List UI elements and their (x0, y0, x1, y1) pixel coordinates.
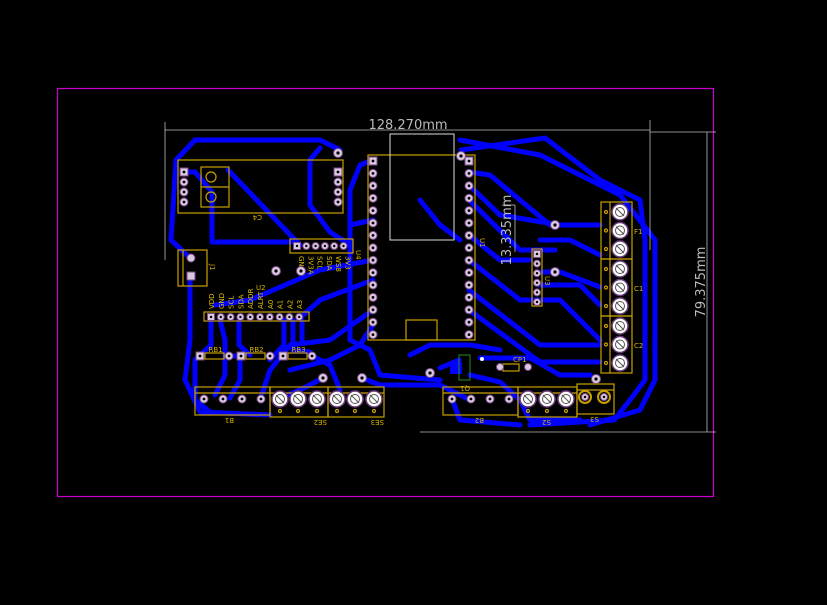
cp1-label: CP1 (513, 356, 527, 364)
label: GND (218, 293, 226, 309)
rb1-resistor: RB1 (195, 346, 234, 361)
label: A2 (286, 300, 294, 309)
copper-traces (168, 135, 658, 428)
via (480, 357, 484, 361)
u3-header: U3 (531, 248, 551, 307)
label: C1 (634, 285, 643, 293)
c4-label: C4 (252, 213, 262, 221)
label: ALRT (257, 291, 265, 309)
j1-label: J1 (208, 263, 216, 271)
f1-terminal: F1 (600, 201, 642, 260)
label: RB2 (250, 346, 264, 354)
label: SCL (228, 296, 236, 309)
dimension-height: 79.375mm (420, 131, 716, 433)
label: ADDR (247, 288, 255, 309)
label: VDD (208, 293, 216, 309)
u4-label: U4 (354, 250, 362, 260)
board-outline (56, 87, 715, 498)
j1-connector: J1 (177, 249, 216, 287)
q1-label: Q1 (460, 384, 470, 392)
label: A3 (296, 300, 304, 309)
label: F1 (634, 228, 642, 236)
rb3-resistor: RB3 (278, 346, 317, 361)
dimension-offset: 13.335mm (500, 195, 516, 266)
label: GND (297, 256, 305, 272)
label: RB1 (209, 346, 223, 354)
u3-label: U3 (543, 276, 551, 286)
label: S3 (590, 415, 599, 423)
dimension-width: 128.270mm (164, 118, 651, 260)
label: SDA (237, 294, 245, 309)
label: B2 (475, 416, 484, 424)
label: C2 (634, 342, 643, 350)
b2-terminal: B2 (442, 386, 519, 424)
se3-terminal: SE3 (327, 386, 385, 426)
u1-label: U1 (478, 238, 486, 248)
label: 3V3 (344, 256, 352, 270)
label: RB3 (292, 346, 306, 354)
label: 3V3A (306, 256, 314, 275)
cp1-capacitor: CP1 (496, 356, 532, 372)
rb2-resistor: RB2 (236, 346, 275, 361)
se2-terminal: SE2 (269, 386, 329, 426)
b1-terminal: B1 (194, 386, 271, 424)
u2-label: U2 (256, 284, 266, 292)
label: WS8 (334, 256, 342, 272)
label: S2 (542, 418, 551, 426)
height-dimension-label: 79.375mm (694, 247, 709, 318)
label: SDA (325, 256, 333, 271)
label: B1 (225, 416, 234, 424)
c1-terminal: C1 (600, 258, 643, 317)
u1-microcontroller: U1 (367, 133, 486, 341)
c4-module: C4 (177, 159, 344, 221)
label: A0 (267, 300, 275, 309)
c2-terminal: C2 (600, 315, 643, 374)
offset-dimension-label: 13.335mm (500, 195, 515, 266)
label: A1 (277, 300, 285, 309)
label: SCL (316, 256, 324, 269)
label: SE2 (314, 418, 327, 426)
s2-terminal: S2 (517, 386, 578, 426)
q1-transistor: Q1 (450, 354, 471, 392)
width-dimension-label: 128.270mm (368, 118, 447, 133)
s3-terminal: S3 (576, 383, 615, 423)
label: SE3 (371, 418, 384, 426)
